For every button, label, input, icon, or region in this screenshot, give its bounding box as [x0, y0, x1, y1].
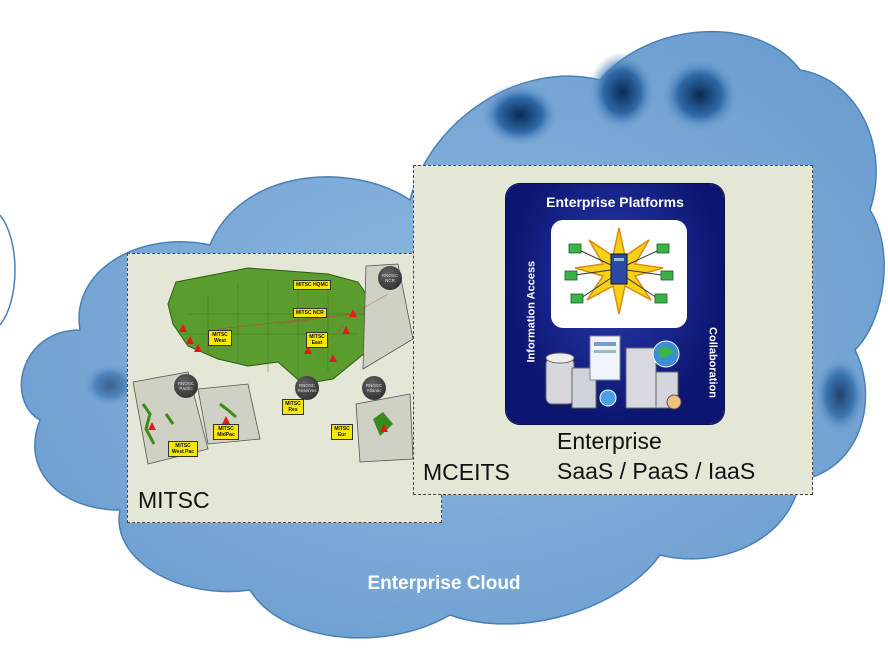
collaboration-label: Collaboration	[706, 327, 719, 398]
cloud-puff-shadow	[588, 52, 656, 132]
map-tag-westpac: MITSC West Pac	[168, 441, 198, 457]
map-node-atlantic: RNOSC Atlantic	[362, 376, 386, 400]
platform-hub	[551, 220, 687, 328]
map-tag-ncr: MITSC NCR	[293, 308, 327, 318]
information-access-label: Information Access	[525, 260, 538, 363]
map-node-reserves: RNOSC Reserves	[295, 376, 319, 400]
map-tag-hqmc: MITSC HQMC	[293, 280, 332, 290]
server-burst-icon	[564, 227, 674, 315]
cloud-puff-shadow	[480, 83, 560, 147]
enterprise-platforms-title: Enterprise Platforms	[546, 194, 684, 210]
map-tag-west: MITSC West	[208, 330, 232, 346]
cloud-puff-shadow	[660, 57, 740, 133]
map-tag-res: MITSC Res	[282, 399, 304, 415]
map-tag-east: MITSC East	[306, 332, 328, 348]
mceits-panel: Enterprise Platforms	[413, 165, 813, 495]
map-tag-midpac: MITSC MidPac	[213, 424, 239, 440]
us-map-land	[167, 267, 391, 385]
cloud-edge-fragment	[0, 214, 16, 326]
cloud-title: Enterprise Cloud	[367, 573, 521, 594]
database-servers-icon	[545, 335, 682, 410]
enterprise-platforms-graphic: Enterprise Platforms	[506, 184, 724, 424]
mceits-caption-line1: Enterprise	[557, 428, 662, 454]
map-node-pacific: RNOSC Pacific	[174, 374, 198, 398]
mitsc-panel: MITSC HQMC MITSC NCR MITSC West MITSC Ea…	[127, 253, 442, 523]
mceits-label: MCEITS	[423, 459, 510, 485]
cloud-puff-shadow	[814, 355, 866, 435]
mitsc-label: MITSC	[138, 487, 210, 513]
map-node-ncr: RNOSC NCR	[378, 266, 402, 290]
mceits-caption-line2: SaaS / PaaS / IaaS	[557, 458, 756, 484]
map-tag-eur: MITSC Eur	[331, 424, 353, 440]
mceits-caption: Enterprise SaaS / PaaS / IaaS	[557, 426, 755, 486]
cloud-puff-shadow	[82, 363, 138, 407]
